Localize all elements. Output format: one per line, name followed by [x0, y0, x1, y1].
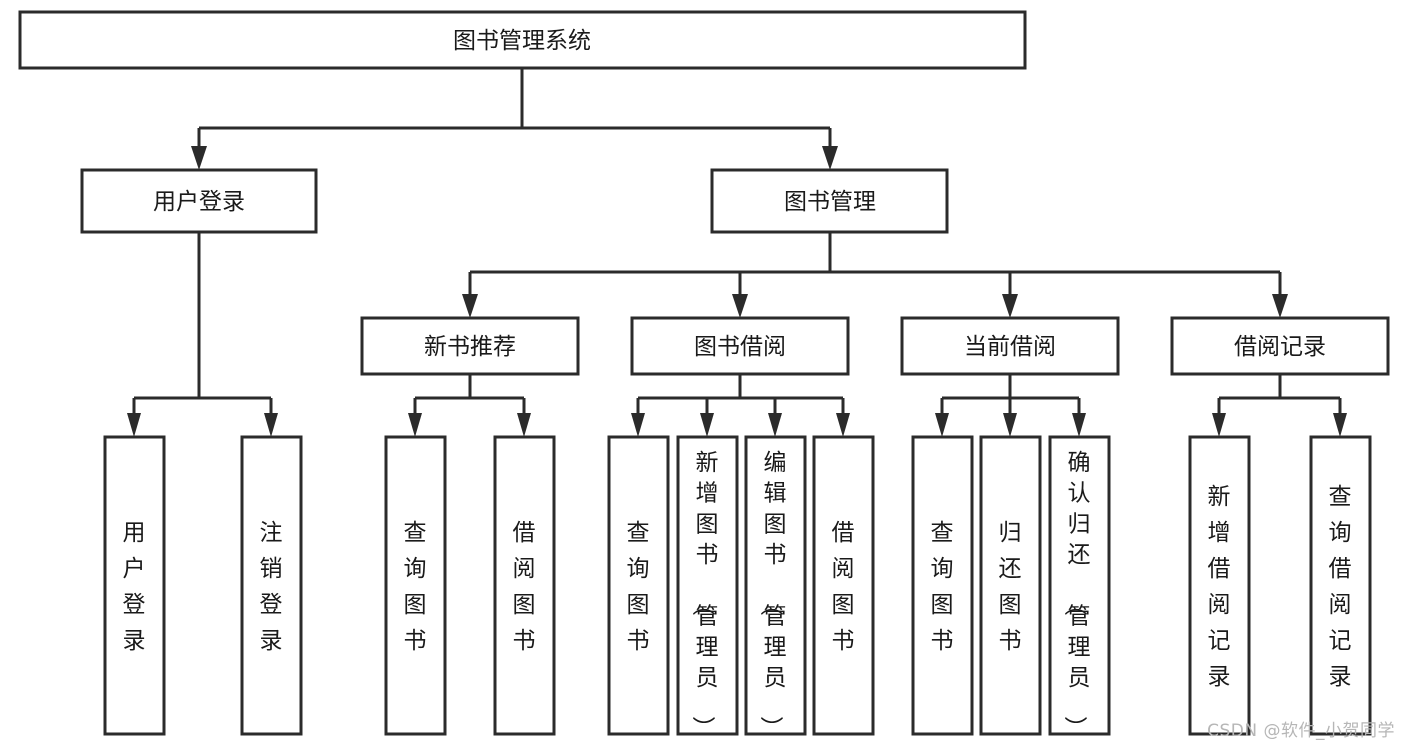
- arrow-head-leaf-query-book-1: [408, 413, 422, 437]
- arrow-head-leaf-logout: [264, 413, 278, 437]
- leaf-return-book-label: 归还图书: [999, 520, 1022, 654]
- arrow-head-book-borrow: [732, 294, 748, 318]
- arrow-head-leaf-edit-book: [768, 413, 782, 437]
- leaf-user-login-box[interactable]: [103, 435, 166, 736]
- leaf-node[interactable]: 用户登录: [103, 435, 166, 736]
- leaf-node[interactable]: 确认归还（管理员）: [1048, 435, 1111, 739]
- leaf-return-book-box[interactable]: [979, 435, 1042, 736]
- arrow-head-new-book: [462, 294, 478, 318]
- leaf-node[interactable]: 注销登录: [240, 435, 303, 736]
- connector-group-book-borrow: [631, 374, 850, 437]
- leaf-node[interactable]: 编辑图书（管理员）: [744, 435, 807, 739]
- leaf-query-book-1-box[interactable]: [384, 435, 447, 736]
- arrow-head-user-login: [191, 146, 207, 170]
- node-root-label: 图书管理系统: [453, 28, 591, 54]
- arrow-head-leaf-borrow-book-2: [836, 413, 850, 437]
- node-book-borrow[interactable]: 图书借阅: [630, 316, 850, 376]
- leaf-edit-book-label: 编辑图书（管理员）: [758, 450, 787, 739]
- node-root-box[interactable]: [18, 10, 1027, 70]
- leaf-node[interactable]: 借阅图书: [493, 435, 556, 736]
- leaf-query-book-3-label: 查询图书: [931, 520, 954, 654]
- arrow-head-current-borrow: [1002, 294, 1018, 318]
- arrow-head-borrow-record: [1272, 294, 1288, 318]
- node-book-manage-box[interactable]: [710, 168, 949, 234]
- leaf-node[interactable]: 归还图书: [979, 435, 1042, 736]
- leaf-query-book-2-box[interactable]: [607, 435, 670, 736]
- node-borrow-record-box[interactable]: [1170, 316, 1390, 376]
- leaf-query-book-1-label: 查询图书: [404, 520, 427, 654]
- arrow-head-leaf-borrow-book-1: [517, 413, 531, 437]
- leaf-borrow-book-1-box[interactable]: [493, 435, 556, 736]
- node-book-borrow-label: 图书借阅: [694, 334, 786, 360]
- node-new-book-recommend-box[interactable]: [360, 316, 580, 376]
- leaf-confirm-return-label: 确认归还（管理员）: [1062, 450, 1091, 739]
- node-root[interactable]: 图书管理系统: [18, 10, 1027, 70]
- leaf-node[interactable]: 查询图书: [911, 435, 974, 736]
- connector-group-book-manage: [462, 232, 1288, 318]
- node-borrow-record[interactable]: 借阅记录: [1170, 316, 1390, 376]
- leaf-edit-book-box[interactable]: [744, 435, 807, 736]
- leaf-borrow-book-2-label: 借阅图书: [832, 520, 855, 654]
- node-user-login-label: 用户登录: [153, 189, 245, 215]
- arrow-head-leaf-add-book: [700, 413, 714, 437]
- leaf-node[interactable]: 查询借阅记录: [1309, 435, 1372, 736]
- node-new-book-recommend-label: 新书推荐: [424, 334, 516, 360]
- leaf-confirm-return-box[interactable]: [1048, 435, 1111, 736]
- leaf-node[interactable]: 借阅图书: [812, 435, 875, 736]
- leaf-node[interactable]: 查询图书: [607, 435, 670, 736]
- watermark-text: CSDN @软件_小贺同学: [1207, 721, 1395, 741]
- node-new-book-recommend[interactable]: 新书推荐: [360, 316, 580, 376]
- leaf-logout-label: 注销登录: [260, 520, 283, 654]
- node-user-login[interactable]: 用户登录: [80, 168, 318, 234]
- connector-group-user-login: [127, 232, 278, 437]
- leaf-add-record-box[interactable]: [1188, 435, 1251, 736]
- leaf-query-book-2-label: 查询图书: [627, 520, 650, 654]
- leaf-borrow-book-2-box[interactable]: [812, 435, 875, 736]
- node-book-borrow-box[interactable]: [630, 316, 850, 376]
- node-current-borrow-box[interactable]: [900, 316, 1120, 376]
- node-current-borrow[interactable]: 当前借阅: [900, 316, 1120, 376]
- node-book-manage-label: 图书管理: [784, 189, 876, 215]
- leaf-logout-box[interactable]: [240, 435, 303, 736]
- node-user-login-box[interactable]: [80, 168, 318, 234]
- connector-group-new-book: [408, 374, 531, 437]
- connector-group-root: [191, 68, 838, 170]
- leaf-add-book-box[interactable]: [676, 435, 739, 736]
- leaf-query-record-box[interactable]: [1309, 435, 1372, 736]
- node-current-borrow-label: 当前借阅: [964, 334, 1056, 360]
- arrow-head-leaf-query-book-3: [935, 413, 949, 437]
- leaf-add-record-label: 新增借阅记录: [1208, 484, 1231, 690]
- arrow-head-leaf-add-record: [1212, 413, 1226, 437]
- leaf-query-book-3-box[interactable]: [911, 435, 974, 736]
- leaf-node[interactable]: 新增借阅记录: [1188, 435, 1251, 736]
- node-borrow-record-label: 借阅记录: [1234, 334, 1326, 360]
- node-book-manage[interactable]: 图书管理: [710, 168, 949, 234]
- arrow-head-leaf-user-login: [127, 413, 141, 437]
- arrow-head-leaf-query-record: [1333, 413, 1347, 437]
- leaf-node[interactable]: 新增图书（管理员）: [676, 435, 739, 739]
- arrow-head-book-manage: [822, 146, 838, 170]
- connector-group-borrow-record: [1212, 374, 1347, 437]
- leaf-add-book-label: 新增图书（管理员）: [690, 450, 719, 739]
- arrow-head-leaf-confirm-return: [1072, 413, 1086, 437]
- connector-group-current-borrow: [935, 374, 1086, 437]
- leaf-node[interactable]: 查询图书: [384, 435, 447, 736]
- leaf-user-login-label: 用户登录: [123, 520, 146, 654]
- leaf-borrow-book-1-label: 借阅图书: [513, 520, 536, 654]
- leaf-query-record-label: 查询借阅记录: [1329, 484, 1352, 690]
- arrow-head-leaf-query-book-2: [631, 413, 645, 437]
- arrow-head-leaf-return-book: [1003, 413, 1017, 437]
